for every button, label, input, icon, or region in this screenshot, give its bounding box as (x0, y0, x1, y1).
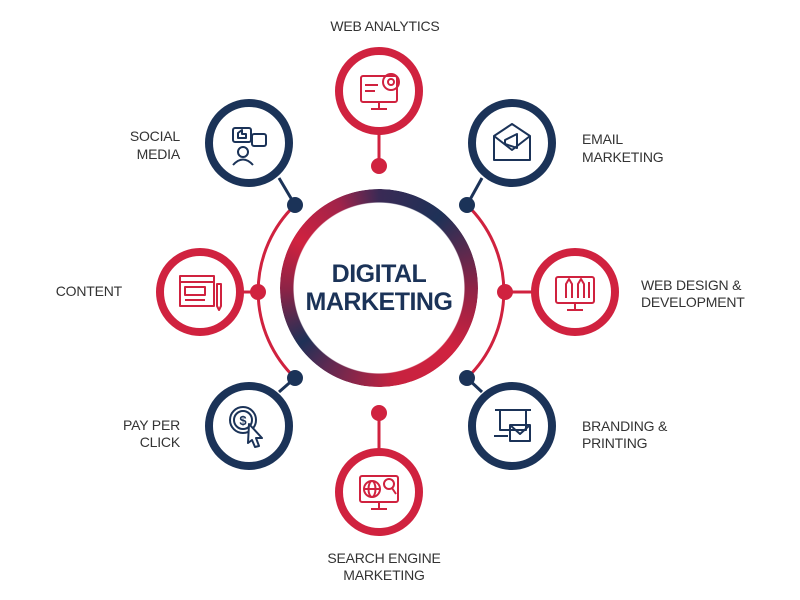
connector-dots (250, 158, 513, 421)
label-search-engine-2: MARKETING (343, 567, 424, 583)
envelope-megaphone-icon (493, 123, 531, 161)
monitor-gear-icon (360, 73, 400, 110)
browser-pencil-icon (179, 275, 222, 311)
node-email-marketing (468, 99, 556, 187)
label-social-media-1: SOCIAL (130, 128, 181, 144)
center-title-line2: MARKETING (306, 288, 453, 316)
label-web-design-2: DEVELOPMENT (641, 294, 745, 310)
label-branding-2: PRINTING (582, 435, 647, 451)
label-search-engine-1: SEARCH ENGINE (327, 550, 440, 566)
label-pay-per-click-2: CLICK (140, 434, 181, 450)
printing-envelope-icon (494, 409, 531, 442)
globe-magnifier-icon (359, 475, 399, 510)
node-content (156, 248, 244, 336)
center-title-line1: DIGITAL (332, 260, 427, 288)
dollar-cursor-icon (229, 406, 263, 448)
person-thumbs-icon (232, 127, 267, 166)
label-web-design-1: WEB DESIGN & (641, 277, 742, 293)
label-email-marketing-2: MARKETING (582, 149, 663, 165)
node-web-analytics (335, 47, 423, 135)
label-content: CONTENT (56, 283, 123, 299)
label-pay-per-click-1: PAY PER (123, 417, 180, 433)
monitor-pencils-icon (555, 276, 595, 311)
label-branding-1: BRANDING & (582, 418, 668, 434)
label-social-media-2: MEDIA (137, 146, 181, 162)
label-email-marketing-1: EMAIL (582, 131, 623, 147)
center-gradient-ring (280, 189, 478, 387)
dollar-sign-icon: $ (239, 413, 247, 428)
label-web-analytics: WEB ANALYTICS (330, 18, 439, 34)
node-web-design (531, 248, 619, 336)
